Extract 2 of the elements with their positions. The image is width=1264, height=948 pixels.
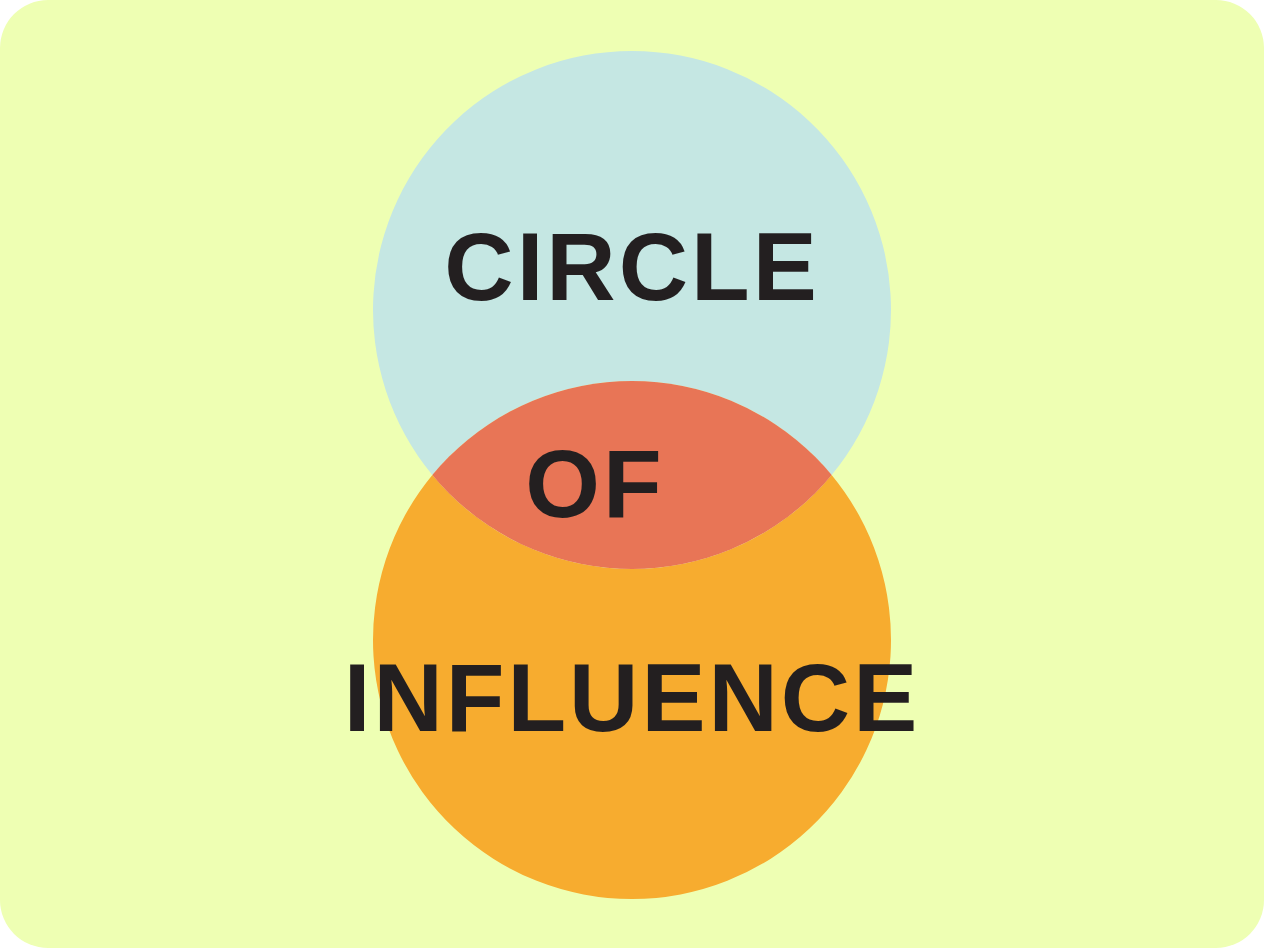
title-word: CIRCLE [444,219,820,315]
title-word: OF [525,436,665,532]
